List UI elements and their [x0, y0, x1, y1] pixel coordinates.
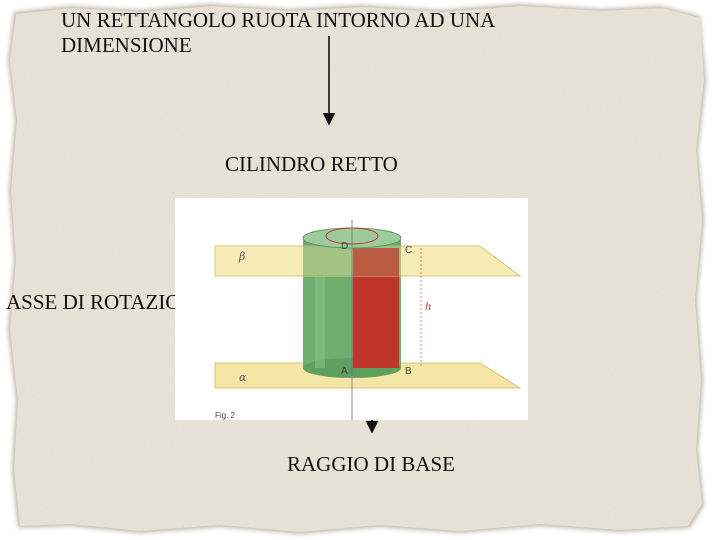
- radius-label: RAGGIO DI BASE: [287, 452, 455, 476]
- slide-title-line-2: DIMENSIONE: [61, 33, 192, 57]
- cylinder-figure: α β h D C A B Fig. 2: [175, 198, 528, 420]
- slide-title: UN RETTANGOLO RUOTA INTORNO AD UNA DIMEN…: [61, 8, 495, 58]
- point-b-label: B: [405, 366, 412, 377]
- plane-beta-label: β: [238, 250, 245, 263]
- solid-name-label: CILINDRO RETTO: [225, 152, 398, 176]
- plane-alpha-label: α: [239, 371, 247, 384]
- point-c-label: C: [405, 245, 412, 256]
- point-a-label: A: [341, 366, 348, 377]
- axis-label: ASSE DI ROTAZIONE: [6, 290, 209, 314]
- height-label: h: [425, 302, 431, 313]
- point-d-label: D: [341, 241, 348, 252]
- figure-caption: Fig. 2: [215, 411, 236, 420]
- slide-title-line-1: UN RETTANGOLO RUOTA INTORNO AD UNA: [61, 8, 496, 32]
